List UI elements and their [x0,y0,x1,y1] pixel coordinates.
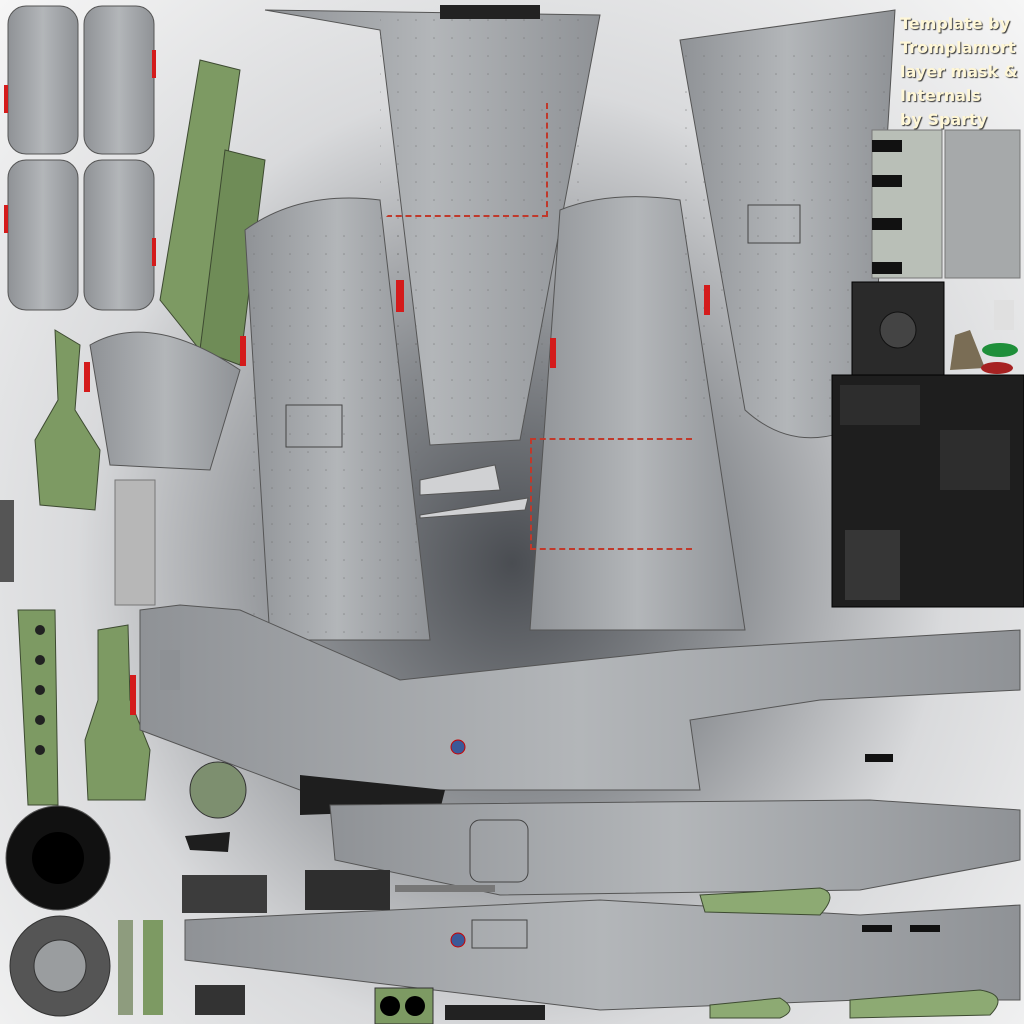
green-ribs [699,887,999,1019]
credit-line-2: Tromplamort [900,38,1016,57]
credit-line-1: Template by [900,14,1010,33]
dashed-marker-upper [386,103,548,217]
fuselage-middle [300,775,1021,896]
cockpit-internals [831,281,1024,608]
credit-line-3: layer mask & [900,62,1018,81]
tail-section [84,331,241,471]
wing-far-right [679,9,896,439]
green-flaps [159,59,266,366]
engine-parts [5,761,545,1024]
credit-line-5: by Sparty [900,110,988,129]
credit-text: Template by Tromplamort layer mask & Int… [900,12,1024,132]
wheel-doors-panels [4,5,156,311]
green-frames [17,329,151,806]
black-strip [440,5,540,19]
fuselage-top [130,604,1021,791]
exhaust-parts [871,129,1021,279]
dashed-marker-lower [530,438,692,550]
fuselage-bottom [184,754,1021,1011]
credit-line-4: Internals [900,86,981,105]
wing-right-upper [264,9,601,446]
